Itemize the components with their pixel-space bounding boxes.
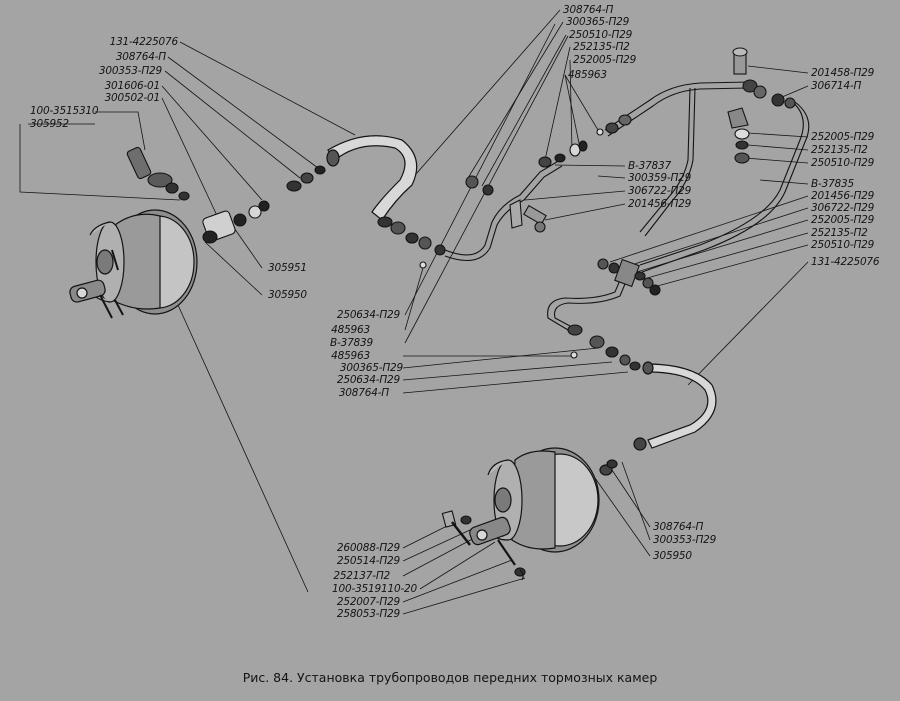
label-250510-p29-top: 250510-П29 (569, 29, 633, 41)
label-300353-p29-lower: 300353-П29 (653, 534, 717, 546)
label-252007-p29: 252007-П29 (336, 596, 400, 608)
label-258053-p29: 258053-П29 (336, 608, 400, 620)
label-300365-p29-lower: 300365-П29 (339, 362, 403, 374)
label-305951: 305951 (268, 262, 307, 274)
label-252135-p2-right1: 252135-П2 (811, 144, 868, 156)
label-252005-p29-right2: 252005-П29 (811, 214, 875, 226)
tee-fittings (597, 258, 661, 296)
label-250634-p29-upper: 250634-П29 (336, 309, 400, 321)
label-v-37839: В-37839 (330, 337, 373, 349)
label-485963-top: 485963 (568, 69, 607, 81)
label-252005-p29-top: 252005-П29 (573, 54, 637, 66)
label-131-4225076-right: 131-4225076 (811, 256, 880, 268)
label-300502-01: 300502-01 (104, 92, 161, 104)
label-306722-p29-right: 306722-П29 (811, 202, 875, 214)
label-250510-p29-right1: 250510-П29 (811, 157, 875, 169)
bottom-bolt (441, 510, 524, 581)
label-131-4225076-left: 131-4225076 (109, 36, 179, 48)
label-305952: 305952 (30, 118, 69, 130)
label-485963-upper: 485963 (331, 324, 370, 336)
upper-hose (326, 135, 418, 221)
lower-center-fittings (567, 324, 641, 371)
left-adapter (202, 165, 326, 244)
label-252005-p29-right1: 252005-П29 (811, 131, 875, 143)
top-fittings (465, 114, 632, 233)
label-300365-p29-top: 300365-П29 (566, 16, 630, 28)
label-260088-p29: 260088-П29 (336, 542, 400, 554)
label-308764-p-lower: 308764-П (653, 521, 704, 533)
label-308764-p-top: 308764-П (563, 4, 614, 16)
label-201458-p29: 201458-П29 (811, 67, 875, 79)
label-300359-p29: 300359-П29 (628, 172, 692, 184)
label-305950-left: 305950 (268, 289, 307, 301)
label-300353-p29-left: 300353-П29 (98, 65, 162, 77)
center-fittings (377, 216, 446, 269)
right-top-fittings (727, 47, 796, 164)
label-252135-p2-right2: 252135-П2 (811, 227, 868, 239)
brake-tubes (444, 81, 810, 331)
label-308764-p-center: 308764-П (338, 387, 389, 399)
left-valve-assembly (126, 146, 190, 201)
figure-caption: Рис. 84. Установка трубопроводов передни… (242, 670, 658, 685)
label-301606-01: 301606-01 (104, 80, 161, 92)
label-250634-p29-lower: 250634-П29 (336, 374, 400, 386)
label-306714-p: 306714-П (811, 80, 862, 92)
label-305950-right: 305950 (653, 550, 692, 562)
label-v-37837: В-37837 (628, 160, 671, 172)
label-100-3519110-20: 100-3519110-20 (332, 583, 417, 595)
label-308764-p-left: 308764-П (115, 51, 166, 63)
label-252135-p2-top: 252135-П2 (573, 41, 630, 53)
label-100-3515310: 100-3515310 (30, 105, 99, 117)
left-brake-chamber (69, 209, 198, 319)
right-brake-chamber (469, 447, 618, 577)
label-201456-p29-mid: 201456-П29 (628, 198, 692, 210)
label-v-37835: В-37835 (811, 178, 854, 190)
label-252137-p2: 252137-П2 (333, 570, 390, 582)
label-201456-p29-right: 201456-П29 (811, 190, 875, 202)
label-485963-lower: 485963 (331, 350, 370, 362)
label-250514-p29: 250514-П29 (336, 555, 400, 567)
label-250510-p29-right2: 250510-П29 (811, 239, 875, 251)
lower-hose (633, 361, 717, 451)
label-306722-p29-mid: 306722-П29 (628, 185, 692, 197)
